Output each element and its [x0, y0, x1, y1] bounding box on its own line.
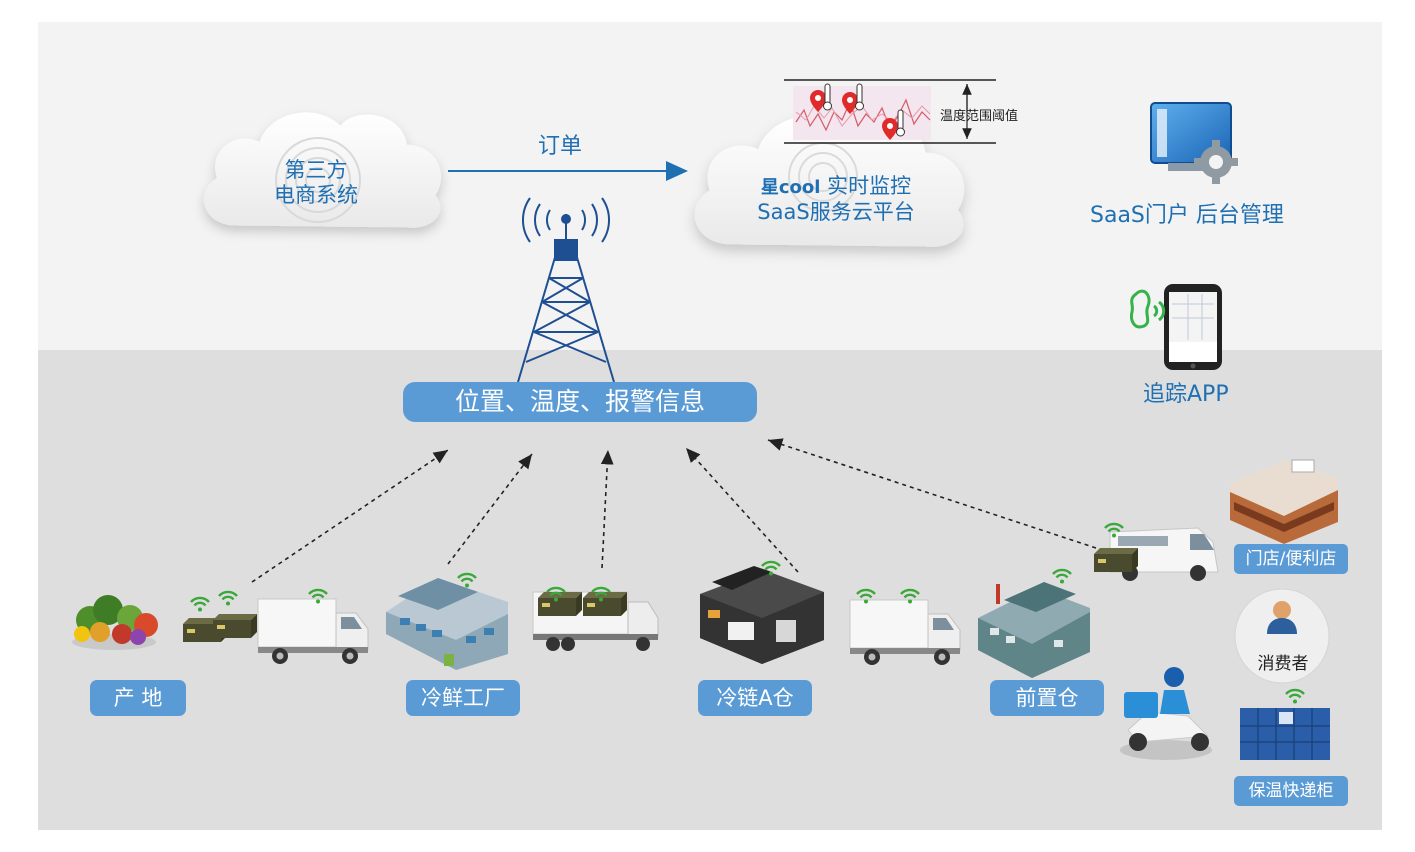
- stage-origin-label: 产 地: [90, 680, 186, 716]
- saas-line2: SaaS服务云平台: [757, 200, 915, 224]
- info-bar: 位置、温度、报警信息: [403, 382, 757, 422]
- refrigerated-truck-icon: [257, 598, 369, 665]
- saas-cloud-label: 星cool 实时监控 SaaS服务云平台: [716, 174, 956, 225]
- threshold-label: 温度范围阈值: [940, 109, 1019, 124]
- consumer-avatar: [1234, 588, 1330, 684]
- brand-logo: 星cool: [760, 177, 821, 198]
- saas-line1-row: 星cool 实时监控: [716, 174, 956, 200]
- ecommerce-cloud-label: 第三方 电商系统: [256, 158, 376, 208]
- phone-app-icon: [1164, 284, 1222, 370]
- locker-label: 保温快递柜: [1234, 776, 1348, 806]
- consumer-label: 消费者: [1257, 654, 1309, 674]
- refrigerated-truck-icon: [849, 599, 961, 666]
- ecommerce-line1: 第三方: [284, 158, 348, 182]
- saas-portal-label: SaaS门户 后台管理: [1090, 203, 1284, 228]
- parcel-locker-icon: [1240, 708, 1330, 760]
- produce-icon: [72, 595, 158, 650]
- thermometer-alarm-icon: [810, 83, 832, 112]
- stage-front-warehouse-label: 前置仓: [990, 680, 1104, 716]
- saas-line1: 实时监控: [827, 174, 912, 198]
- signal-tower-icon: [517, 197, 615, 383]
- factory-building-icon: [386, 578, 508, 670]
- thermometer-alarm-icon: [882, 109, 905, 140]
- ecommerce-cloud-fingerprint: [275, 137, 361, 223]
- stage-warehouse-label: 冷链A仓: [698, 680, 812, 716]
- data-upload-arrows: [251, 438, 1097, 583]
- monitor-gear-icon: [1150, 102, 1238, 184]
- tracker-signal-icon: [1130, 289, 1166, 329]
- courier-scooter-icon: [1120, 667, 1212, 760]
- order-label: 订单: [538, 134, 583, 159]
- warehouse-building-icon: [700, 566, 824, 664]
- threshold-chart: [784, 79, 996, 144]
- front-warehouse-icon: [978, 582, 1090, 678]
- store-building-icon: [1230, 459, 1338, 544]
- store-label: 门店/便利店: [1234, 544, 1348, 574]
- thermometer-alarm-icon: [842, 83, 864, 114]
- diagram-canvas: 第三方 电商系统 订单 星cool 实时监控 SaaS服务云平台 温度范围阈值 …: [38, 22, 1382, 830]
- diagram-artwork: [72, 79, 1338, 760]
- tracking-app-label: 追踪APP: [1143, 382, 1229, 407]
- delivery-van-icon: [1109, 527, 1219, 581]
- stage-factory-label: 冷鲜工厂: [406, 680, 520, 716]
- ecommerce-line2: 电商系统: [274, 183, 358, 207]
